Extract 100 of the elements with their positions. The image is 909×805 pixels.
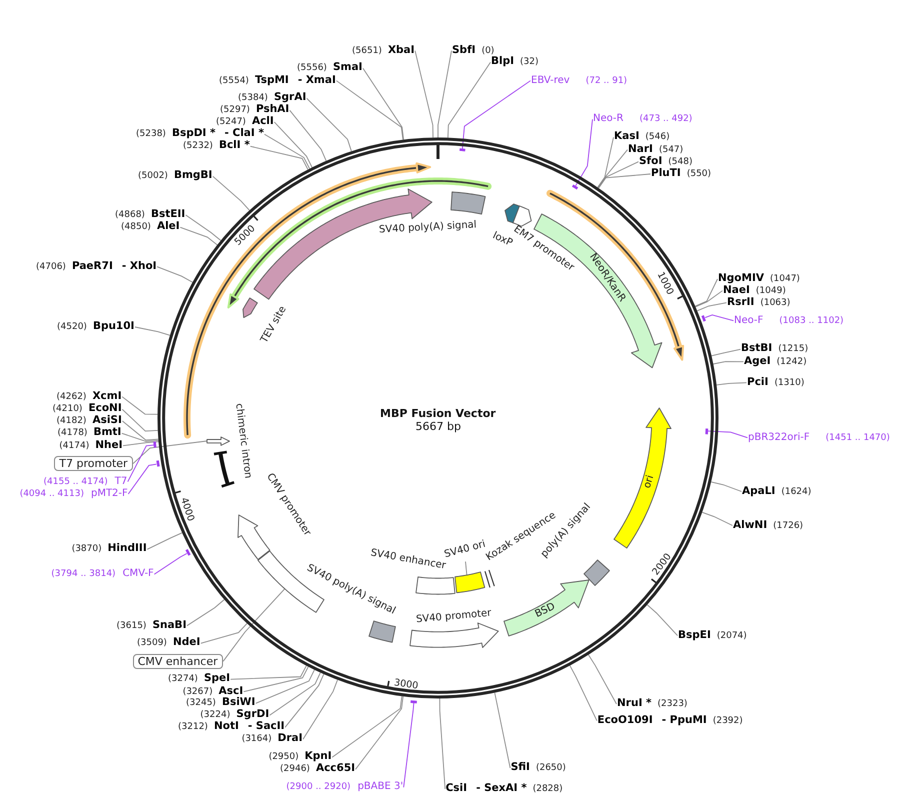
primer-range: (1083 .. 1102) [779,314,844,328]
leader-line [122,441,159,446]
leader-line [302,679,338,740]
enzyme-name: - XmaI [298,74,336,87]
position-number: (4178) [58,427,88,440]
leader-line [439,698,446,790]
enzyme-name: BmgBI [174,169,212,182]
enzyme-name: - SacII [248,720,285,733]
leader-line [694,278,718,307]
primer-range: (4094 .. 4113) [20,488,84,501]
position-number: (2946) [280,763,310,776]
position-number: (1063) [760,296,790,310]
enzyme-name: XbaI [388,44,415,57]
enzyme-name: NheI [95,438,123,452]
leader-line [332,696,402,758]
enzyme-name: CsiI [446,782,468,795]
position-number: (547) [658,144,684,156]
primer-name: T7 [114,474,128,488]
leader-line [222,588,286,662]
enzyme-name: ApaLI [742,484,776,498]
enzyme-name: NotI [214,720,239,734]
leader-line [704,314,734,322]
position-number: (5247) [216,116,246,128]
leader-line [336,80,404,140]
leader-line [465,561,468,576]
enzyme-name: SfiI [510,761,530,774]
enzyme-name: BlpI [491,55,514,68]
leader-line [716,382,747,386]
primer-range: (72 .. 91) [586,74,628,88]
primer-name: EBV-rev [531,74,570,87]
leader-line [121,432,159,442]
feature-label: SV40 poly(A) signal [378,219,477,237]
leader-line [250,146,308,170]
leader-line [128,464,157,494]
position-number: (3245) [186,697,216,710]
leader-line [702,512,733,526]
feature-label: BSD [534,602,558,622]
primer-range: (3794 .. 3814) [51,568,116,582]
primer-name: pBABE 3' [358,780,404,794]
leader-line [154,553,188,575]
leader-line [186,599,225,626]
leader-line [569,665,598,722]
enzyme-name: PluTI [651,167,681,180]
leader-line [646,604,678,636]
feature-label: loxP [490,230,515,250]
leader-line [146,532,183,550]
position-number: (3274) [168,673,198,686]
enzyme-name: - XhoI [122,260,157,273]
primer-name: Neo-R [593,112,624,126]
enzyme-name: SpeI [204,672,230,686]
enzyme-name: SmaI [332,61,362,74]
enzyme-name: BsiWI [222,696,256,709]
position-number: (5238) [136,128,166,142]
leader-line [414,50,434,138]
enzyme-name: KpnI [304,750,332,763]
leader-line [122,408,158,432]
position-number: (4262) [56,390,86,404]
enzyme-name: - ClaI * [224,127,264,140]
leader-line [284,674,324,728]
leader-line [447,62,491,138]
leader-line [598,161,639,188]
enzyme-name: PaeR7I [72,260,113,273]
primer-name: pMT2-F [90,487,128,500]
leader-line [710,481,742,492]
leader-line [597,136,614,188]
enzyme-name: BspEI [678,628,711,642]
leader-line [269,672,321,716]
enzyme-name: EcoNI [88,402,122,415]
position-number: (2950) [268,751,299,764]
enzyme-name: NarI [628,142,653,156]
enzyme-name: PshAI [256,103,290,116]
scale-number: 4000 [178,496,196,522]
position-number: (5556) [297,62,327,75]
enzyme-name: - SexAI * [476,782,527,795]
position-number: (4850) [121,221,151,234]
position-number: (4706) [36,260,66,274]
position-number: (1310) [774,376,804,390]
position-number: (2074) [716,630,747,643]
position-number: (4520) [57,321,87,334]
leader-line [306,98,352,152]
leader-line [708,430,748,438]
primer-range: (1451 .. 1470) [826,432,890,445]
enzyme-name: DraI [278,732,303,746]
leader-line [243,666,309,692]
position-number: (2828) [532,783,563,796]
position-number: (550) [686,168,712,181]
leader-line [696,302,727,312]
leader-line [156,266,193,283]
enzyme-name: AsiSI [92,414,122,427]
primer-range: (473 .. 492) [640,113,692,126]
position-number: (5554) [219,74,249,88]
enzyme-name: BmtI [93,426,122,440]
leader-line [403,702,414,788]
position-number: (548) [668,156,692,168]
leader-line [711,348,741,356]
position-number: (1242) [776,356,807,369]
enzyme-name: HindIII [108,542,147,556]
leader-line [289,110,327,162]
position-number: (3870) [72,543,102,556]
enzyme-name: NruI * [617,697,652,710]
